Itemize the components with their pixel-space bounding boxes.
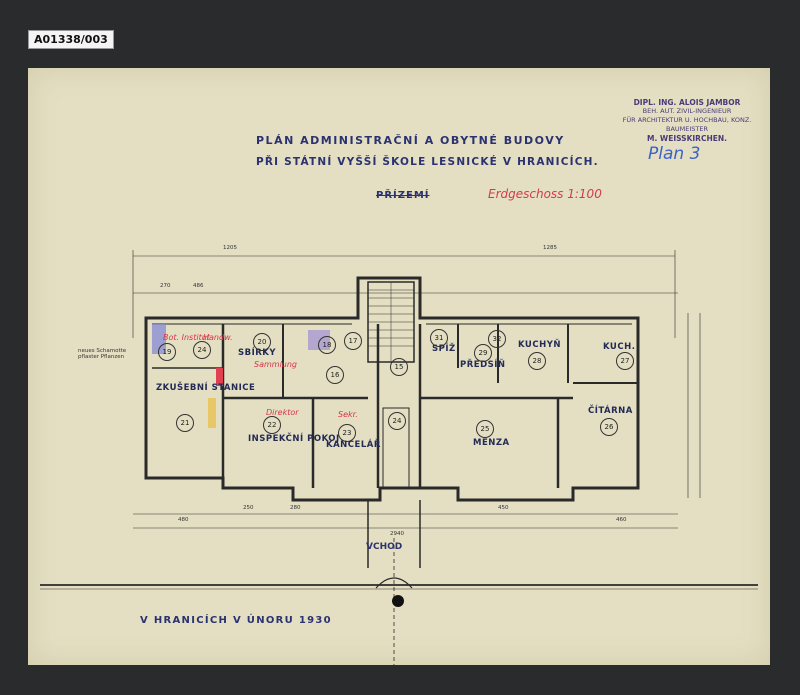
room-number-f: 15 xyxy=(390,358,408,376)
red-note-1: Bot. Institut xyxy=(163,333,210,342)
drawing-sheet: PLÁN ADMINISTRAČNÍ A OBYTNÉ BUDOVY PŘI S… xyxy=(28,68,770,665)
room-label-22: INSPEKČNÍ POKOJ xyxy=(248,434,340,444)
entrance-marker xyxy=(392,595,404,607)
room-number-29: 29 xyxy=(474,344,492,362)
room-number-e: 16 xyxy=(326,366,344,384)
dimension-7: 280 xyxy=(290,505,301,511)
room-number-31: 31 xyxy=(430,329,448,347)
floor-label: PŘÍZEMÍ xyxy=(376,190,430,201)
stamp-line1: DIPL. ING. ALOIS JAMBOR xyxy=(633,98,741,107)
stamp-line3: FÜR ARCHITEKTUR U. HOCHBAU, KONZ. BAUMEI… xyxy=(622,116,752,133)
room-label-26: ČÍTÁRNA xyxy=(588,406,633,416)
room-number-26: 26 xyxy=(600,418,618,436)
dimension-9: 450 xyxy=(498,505,509,511)
plan-title-line2: PŘI STÁTNÍ VYŠŠÍ ŠKOLE LESNICKÉ V HRANIC… xyxy=(256,156,599,168)
plan-number: Plan 3 xyxy=(648,144,701,164)
dimension-8: 250 xyxy=(243,505,254,511)
dimension-4: 486 xyxy=(193,283,204,289)
room-label-31: SPÍŽ xyxy=(432,344,456,354)
architect-stamp: DIPL. ING. ALOIS JAMBOR BEH. AUT. ZIVIL-… xyxy=(604,98,770,143)
stamp-line4: M. WEISSKIRCHEN. xyxy=(647,134,727,143)
room-number-23: 23 xyxy=(338,424,356,442)
room-label-21: ZKUŠEBNÍ STANICE xyxy=(156,383,256,393)
room-number-20: 20 xyxy=(253,333,271,351)
archive-tag: A01338/003 xyxy=(28,30,114,49)
red-mark xyxy=(216,368,223,386)
room-number-28: 28 xyxy=(528,352,546,370)
room-label-27: KUCH. xyxy=(603,342,636,352)
room-number-d: 18 xyxy=(318,336,336,354)
dimension-3: 270 xyxy=(160,283,171,289)
floor-label-german: Erdgeschoss 1:100 xyxy=(488,187,602,201)
room-label-23: KANCELÁŘ xyxy=(326,440,381,450)
dimension-1: 1205 xyxy=(223,245,237,251)
entry-label: VCHOD xyxy=(366,542,403,552)
red-note-5: Sekr. xyxy=(338,410,358,419)
floor-plan-drawing xyxy=(40,250,758,665)
dimension-6: 2940 xyxy=(390,531,404,537)
room-number-25: 25 xyxy=(476,420,494,438)
room-number-i: 32 xyxy=(488,330,506,348)
room-number-27: 27 xyxy=(616,352,634,370)
room-number-22: 22 xyxy=(263,416,281,434)
yellow-mark xyxy=(208,398,216,428)
dimension-10: 460 xyxy=(616,517,627,523)
dimension-2: 1285 xyxy=(543,245,557,251)
room-number-21: 21 xyxy=(176,414,194,432)
plan-title-line1: PLÁN ADMINISTRAČNÍ A OBYTNÉ BUDOVY xyxy=(256,134,565,147)
date-line: V HRANICÍCH V ÚNORU 1930 xyxy=(140,615,332,626)
side-note: neues Schamotte pflaster Pflanzen xyxy=(78,348,127,360)
room-label-28: KUCHYŇ xyxy=(518,340,561,350)
red-note-2: Handw. xyxy=(203,333,233,342)
room-number-a: 19 xyxy=(158,343,176,361)
stamp-line2: BEH. AUT. ZIVIL-INGENIEUR xyxy=(642,107,732,115)
room-label-25: MENZA xyxy=(473,438,510,448)
red-note-3: Sammlung xyxy=(254,360,298,369)
red-note-4: Direktor xyxy=(266,408,299,417)
room-label-29: PŘEDSÍŇ xyxy=(460,360,506,370)
room-number-b: 24 xyxy=(193,341,211,359)
room-number-c: 17 xyxy=(344,332,362,350)
room-label-20: SBÍRKY xyxy=(238,348,277,358)
room-number-g: 24 xyxy=(388,412,406,430)
dimension-5: 480 xyxy=(178,517,189,523)
